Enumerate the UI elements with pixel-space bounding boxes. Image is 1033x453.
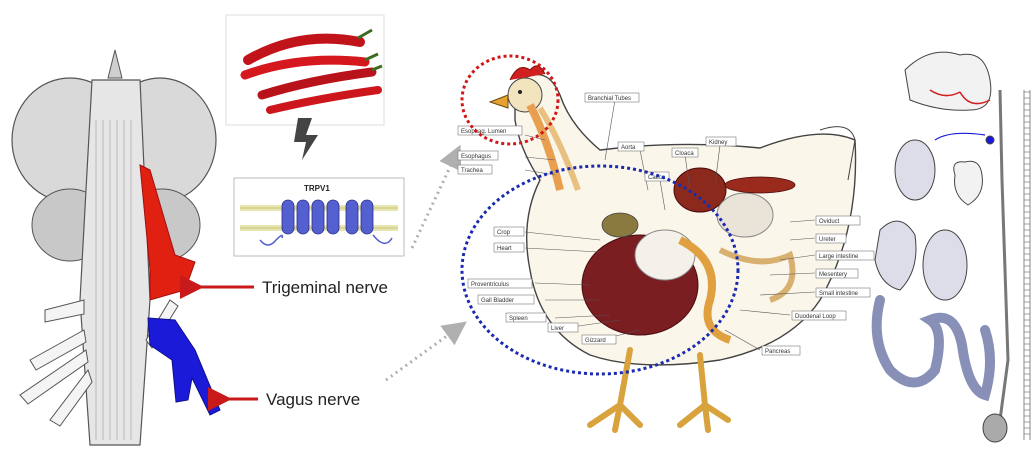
dotted-arrow-lower bbox=[386, 325, 462, 380]
brainstem-illustration bbox=[12, 50, 220, 445]
gi-tract-schematic bbox=[875, 52, 1008, 442]
label-spleen: Spleen bbox=[509, 316, 528, 322]
vagus-nerve-label: Vagus nerve bbox=[266, 390, 360, 409]
vagus-nerve-highlight bbox=[148, 318, 220, 415]
label-heart: Heart bbox=[497, 246, 512, 252]
trigeminal-nerve-label: Trigeminal nerve bbox=[262, 278, 388, 297]
chicken-anatomy-illustration bbox=[490, 66, 856, 430]
chili-peppers-image bbox=[226, 15, 384, 125]
schematic-border bbox=[1024, 90, 1030, 440]
label-duodenal-loop: Duodenal Loop bbox=[795, 314, 836, 320]
label-esophagus-lumen: Esophag. Lumen bbox=[461, 129, 506, 135]
trpv1-label: TRPV1 bbox=[304, 184, 330, 193]
ladder-rungs bbox=[1024, 92, 1030, 434]
label-esophagus: Esophagus bbox=[461, 154, 491, 160]
label-liver: Liver bbox=[551, 326, 564, 332]
label-crop: Crop bbox=[497, 230, 511, 236]
label-large-intestine: Large intestine bbox=[819, 254, 859, 260]
label-cloaca: Cloaca bbox=[675, 151, 694, 157]
dotted-arrow-upper bbox=[412, 150, 458, 248]
label-ureter: Ureter bbox=[819, 237, 836, 243]
label-proventriculus: Proventriculus bbox=[471, 282, 509, 288]
label-gizzard: Gizzard bbox=[585, 338, 606, 344]
label-small-intestine: Small intestine bbox=[819, 291, 859, 297]
label-trachea: Trachea bbox=[461, 168, 483, 174]
label-mesentery: Mesentery bbox=[819, 272, 847, 278]
label-pancreas: Pancreas bbox=[765, 349, 790, 355]
label-oviduct: Oviduct bbox=[819, 219, 840, 225]
trpv1-receptor-diagram: TRPV1 bbox=[234, 178, 404, 256]
label-branchial-tubes: Branchial Tubes bbox=[588, 96, 631, 102]
label-gall-bladder: Gall Bladder bbox=[481, 298, 514, 304]
label-aorta: Aorta bbox=[621, 145, 636, 151]
label-kidney: Kidney bbox=[709, 140, 727, 146]
